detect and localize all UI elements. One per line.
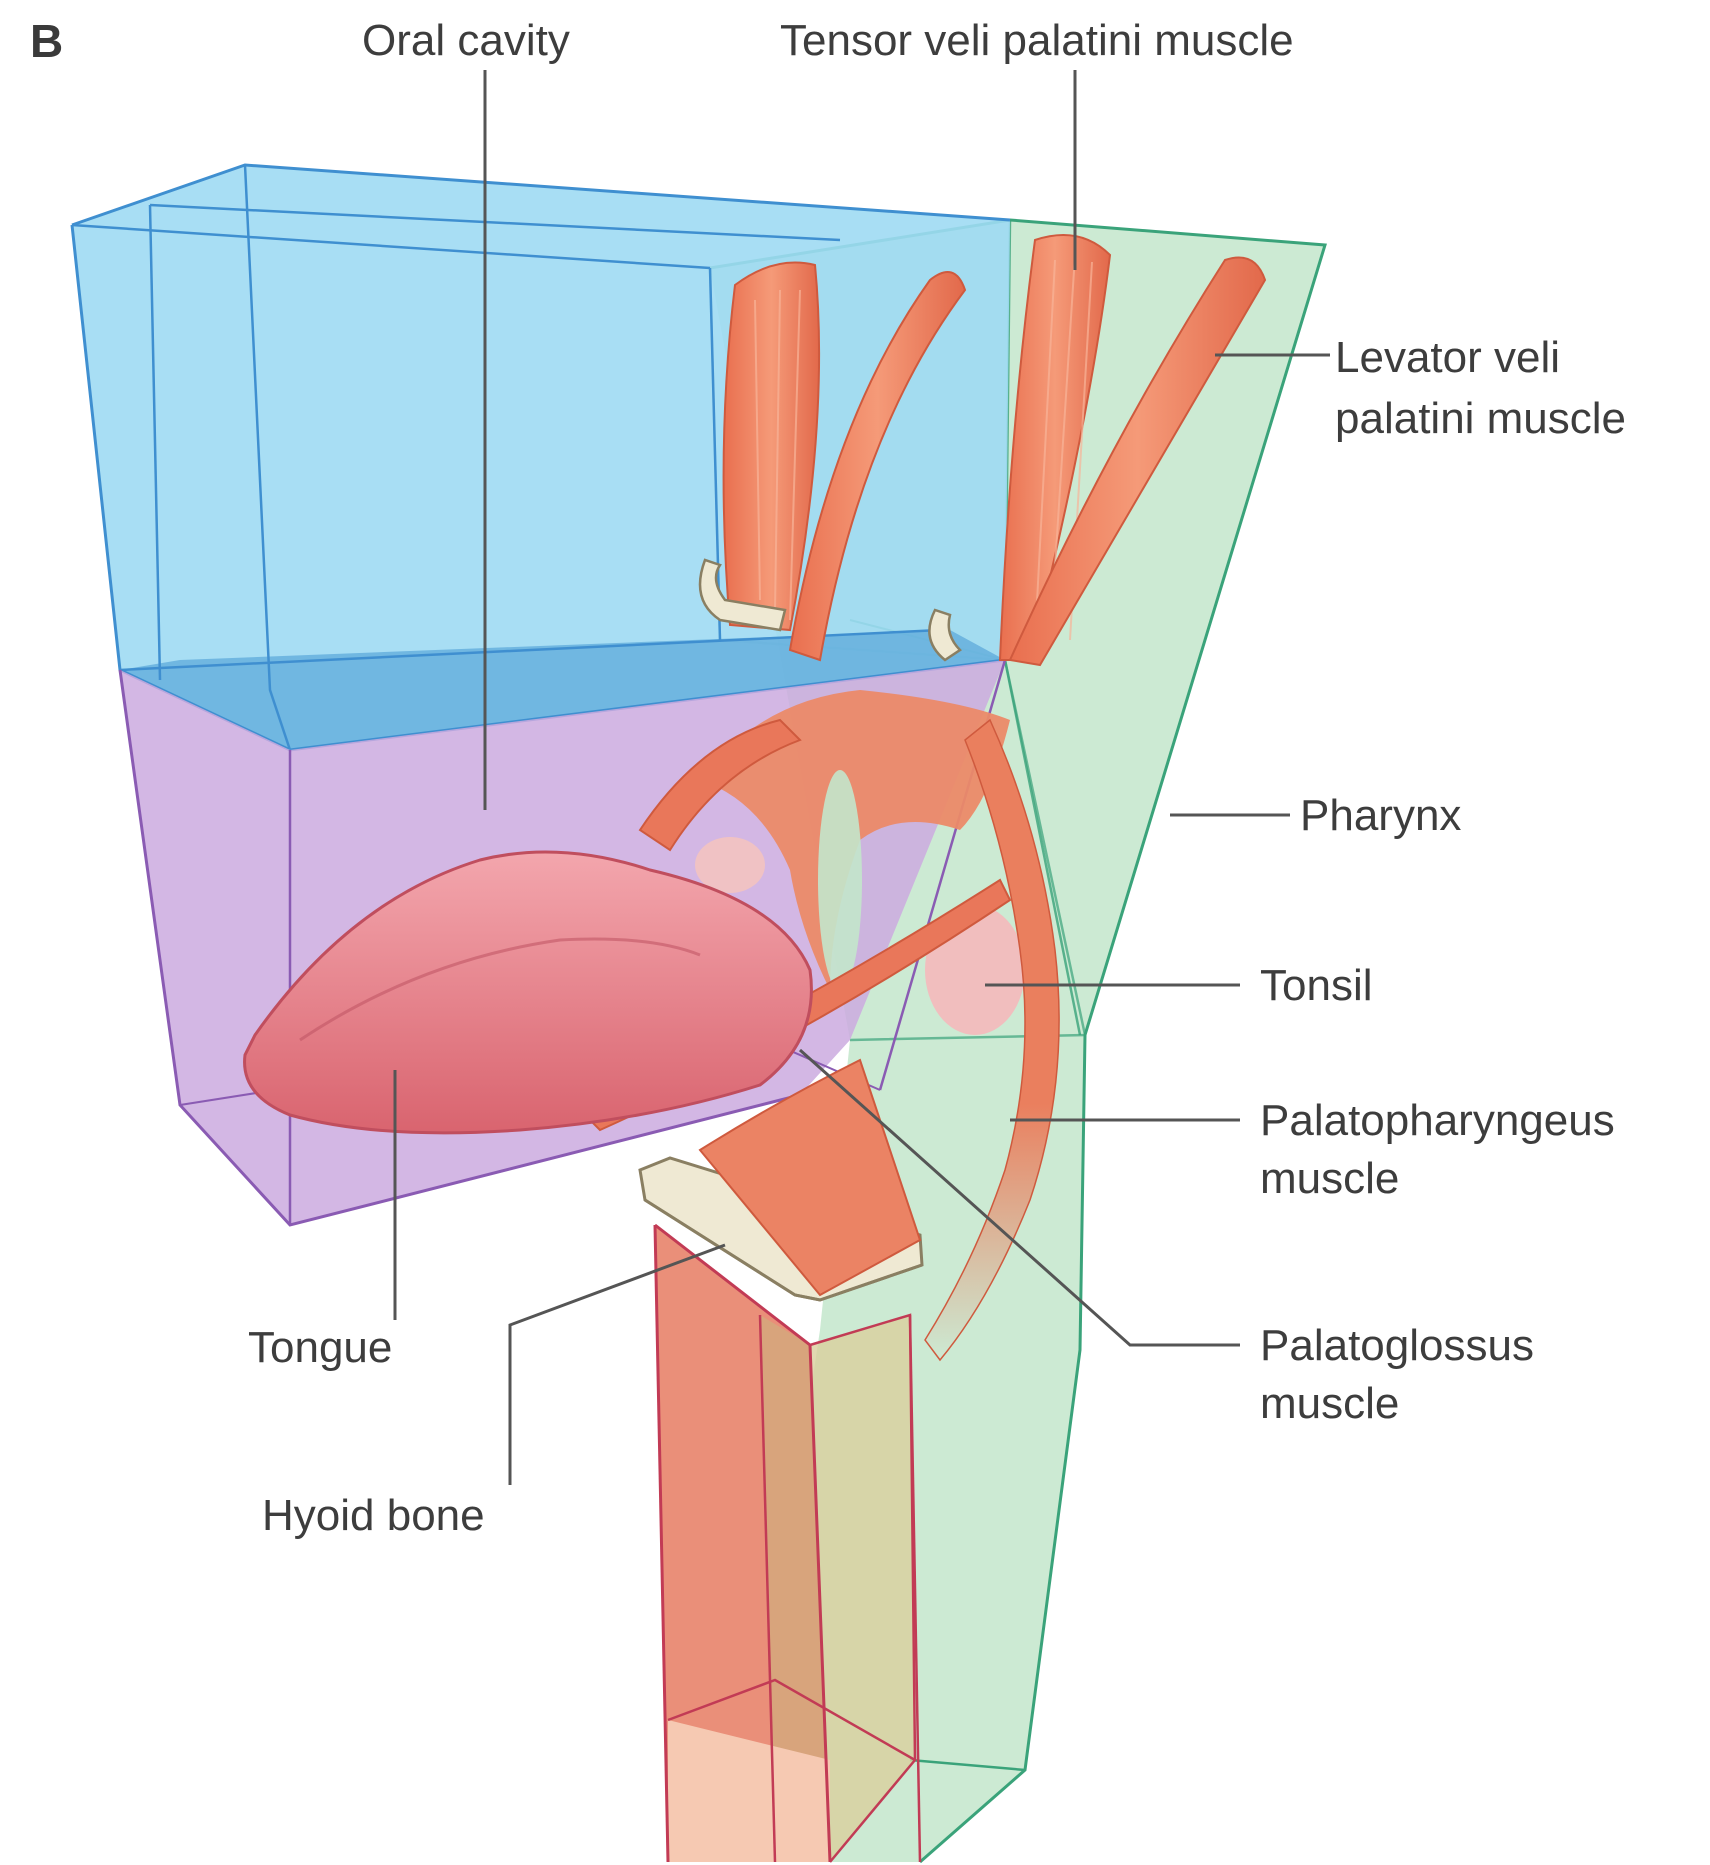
- label-palatoglossus-line2: muscle: [1260, 1379, 1399, 1428]
- label-palatopharyngeus-line1: Palatopharyngeus: [1260, 1096, 1615, 1145]
- label-tonsil: Tonsil: [1260, 961, 1373, 1010]
- label-pharynx: Pharynx: [1300, 791, 1461, 840]
- label-tongue: Tongue: [248, 1323, 392, 1372]
- label-oral-cavity: Oral cavity: [362, 16, 570, 65]
- label-hyoid-bone: Hyoid bone: [262, 1491, 485, 1540]
- label-tensor-veli-palatini: Tensor veli palatini muscle: [780, 16, 1294, 65]
- label-palatopharyngeus-line2: muscle: [1260, 1154, 1399, 1203]
- label-levator-line2: palatini muscle: [1335, 394, 1626, 443]
- panel-letter: B: [30, 15, 63, 67]
- label-palatoglossus-line1: Palatoglossus: [1260, 1321, 1534, 1370]
- label-levator-line1: Levator veli: [1335, 333, 1560, 382]
